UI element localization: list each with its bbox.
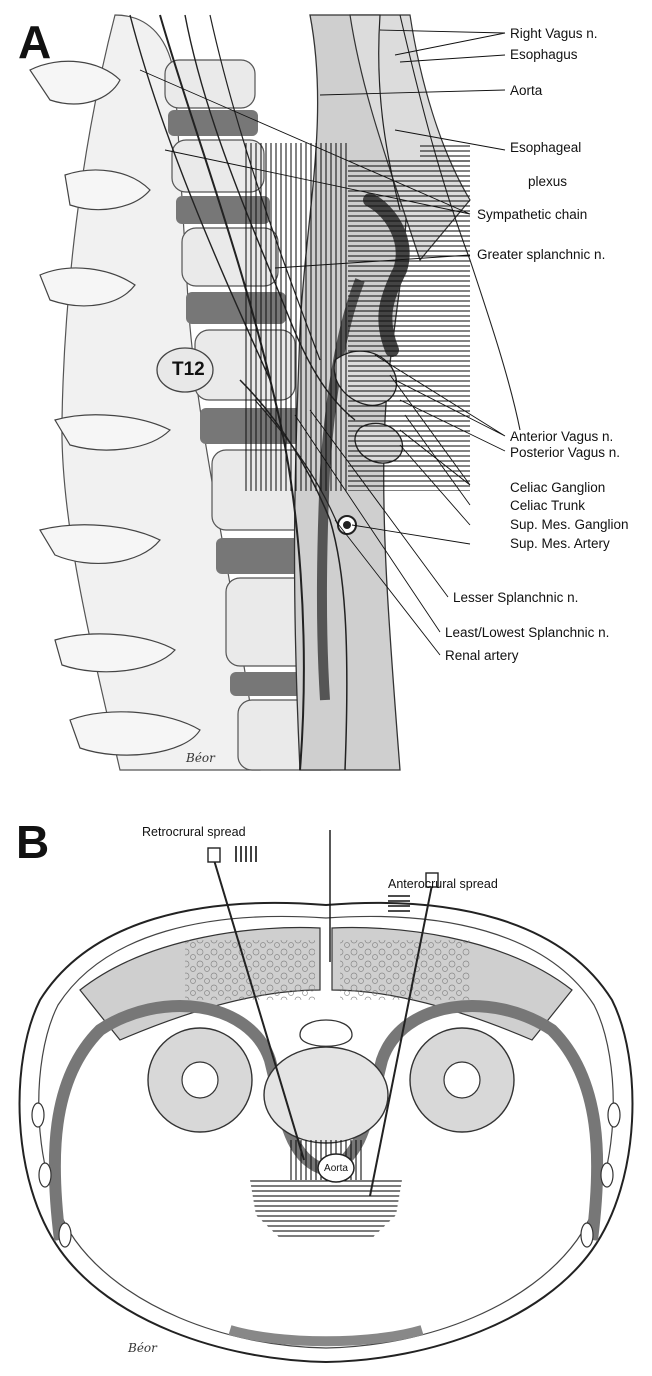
label-greater-splanchnic: Greater splanchnic n. [477, 247, 605, 262]
spinal-canal [300, 1020, 352, 1046]
label-aorta: Aorta [510, 83, 543, 98]
anatomy-labels: Right Vagus n. Esophagus Aorta Esophagea… [445, 26, 629, 663]
panel-a-letter: A [18, 16, 51, 68]
label-sup-mes-artery: Sup. Mes. Artery [510, 536, 610, 551]
aorta-label: Aorta [324, 1163, 348, 1174]
label-right-vagus: Right Vagus n. [510, 26, 598, 41]
anterocrural-label: Anterocrural spread [388, 877, 498, 891]
label-esophagus: Esophagus [510, 47, 578, 62]
label-sympathetic-chain: Sympathetic chain [477, 207, 587, 222]
panel-b: B Aorta [16, 816, 632, 1362]
label-sup-mes-ganglion: Sup. Mes. Ganglion [510, 517, 629, 532]
vertebral-body [264, 1047, 388, 1143]
panel-a-signature: Béor [185, 751, 216, 765]
label-anterior-vagus: Anterior Vagus n. [510, 429, 613, 444]
label-celiac-trunk: Celiac Trunk [510, 498, 585, 513]
t12-label: T12 [172, 359, 205, 380]
label-lesser-splanchnic: Lesser Splanchnic n. [453, 590, 578, 605]
retrocrural-hatch-region [243, 143, 348, 491]
anterocrural-hatch-region [348, 143, 470, 491]
anterocrural-hatch [250, 1180, 402, 1240]
label-posterior-vagus: Posterior Vagus n. [510, 445, 620, 460]
label-renal-artery: Renal artery [445, 648, 519, 663]
panel-b-letter: B [16, 816, 49, 868]
label-esophageal: Esophageal [510, 140, 581, 155]
panel-b-signature: Béor [127, 1341, 158, 1355]
retrocrural-label: Retrocrural spread [142, 825, 246, 839]
label-plexus: plexus [528, 174, 567, 189]
retrocrural-legend-key [236, 846, 256, 862]
label-celiac-ganglion: Celiac Ganglion [510, 480, 605, 495]
panel-a: A [18, 15, 629, 770]
label-least-splanchnic: Least/Lowest Splanchnic n. [445, 625, 609, 640]
